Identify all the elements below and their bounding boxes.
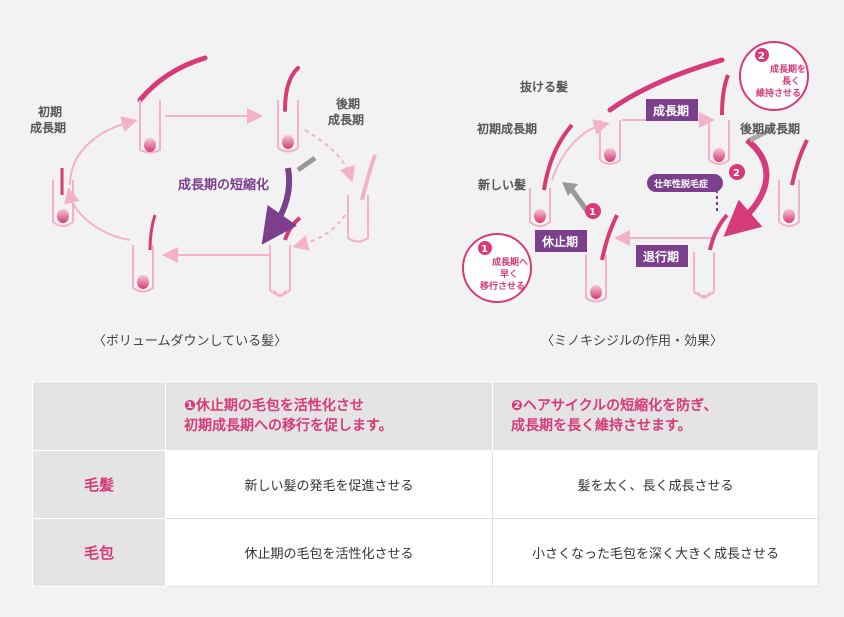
hair-follicle-icon xyxy=(277,66,300,153)
comparison-table: ❶休止期の毛包を活性化させ 初期成長期への移行を促します。 ❷ヘアサイクルの短縮… xyxy=(32,381,819,587)
svg-text:成長期へ早く移行させる: 成長期へ早く移行させる xyxy=(480,256,528,292)
svg-text:休止期: 休止期 xyxy=(541,234,578,249)
cycle-arrow xyxy=(69,116,138,186)
hair-follicle-icon xyxy=(529,123,574,227)
label-late-growth: 後期成長期 xyxy=(740,121,800,136)
table-cell: 休止期の毛包を活性化させる xyxy=(165,518,493,587)
table-header-row: ❶休止期の毛包を活性化させ 初期成長期への移行を促します。 ❷ヘアサイクルの短縮… xyxy=(32,381,819,451)
label-early-growth: 初期 成長期 xyxy=(30,104,66,135)
hair-follicle-icon xyxy=(347,154,377,243)
label-shortening: 成長期の短縮化 xyxy=(178,177,269,193)
badge-2-icon: 2 xyxy=(729,164,745,180)
shortening-arrow-main xyxy=(261,167,298,245)
header-line: ❷ヘアサイクルの短縮化を防ぎ、 xyxy=(511,398,718,414)
hair-follicle-icon xyxy=(585,214,619,303)
right-caption: 〈ミノキシジルの作用・効果〉 xyxy=(540,334,723,349)
svg-text:成長期: 成長期 xyxy=(653,103,689,118)
hair-follicle-icon xyxy=(52,168,74,227)
row-label-hair: 毛髪 xyxy=(32,450,166,519)
label-falling-hair: 抜ける髪 xyxy=(520,79,568,94)
svg-text:1: 1 xyxy=(589,207,596,218)
left-hair-cycle-diagram: 初期 成長期 後期 成長期 成長期の短縮化 xyxy=(30,55,377,297)
hair-follicle-icon xyxy=(693,213,729,299)
svg-text:壮年性脱毛症: 壮年性脱毛症 xyxy=(654,178,708,190)
hair-follicle-icon xyxy=(778,139,809,227)
table-header-1: ❶休止期の毛包を活性化させ 初期成長期への移行を促します。 xyxy=(165,381,493,451)
cycle-arrow-dashed xyxy=(292,214,346,251)
early-transition-arrowhead xyxy=(562,182,578,196)
table-cell: 髪を太く、長く成長させる xyxy=(492,450,819,519)
pill-aga: 壮年性脱毛症 xyxy=(647,174,723,192)
pill-rest: 休止期 xyxy=(535,230,587,252)
pill-regression: 退行期 xyxy=(636,245,688,267)
table-row: 毛包 休止期の毛包を活性化させる 小さくなった毛包を深く大きく成長させる xyxy=(32,518,819,587)
gray-arrow xyxy=(748,125,776,143)
svg-text:退行期: 退行期 xyxy=(643,249,679,264)
label-new-hair: 新しい髪 xyxy=(478,177,526,192)
label-early-growth: 初期成長期 xyxy=(477,121,537,136)
table-cell: 小さくなった毛包を深く大きく成長させる xyxy=(492,518,819,587)
svg-text:2: 2 xyxy=(733,168,740,179)
extend-growth-arrow xyxy=(723,137,770,237)
svg-text:成長期を長く維持させる: 成長期を長く維持させる xyxy=(756,63,806,99)
note-2: 2 成長期を長く維持させる xyxy=(739,41,809,111)
table-header-2: ❷ヘアサイクルの短縮化を防ぎ、 成長期を長く維持させます。 xyxy=(492,381,819,451)
left-caption: 〈ボリュームダウンしている髪〉 xyxy=(92,334,288,349)
table-cell: 新しい髪の発毛を促進させる xyxy=(165,450,493,519)
table-corner xyxy=(32,381,166,451)
header-line: 成長期を長く維持させます。 xyxy=(511,418,692,434)
svg-text:2: 2 xyxy=(758,51,765,62)
label-late-growth: 後期 成長期 xyxy=(328,96,364,127)
badge-1-icon: 1 xyxy=(585,203,601,219)
hair-follicle-icon xyxy=(599,57,725,165)
hair-follicle-icon xyxy=(708,74,730,165)
note-1: 1 成長期へ早く移行させる xyxy=(462,233,532,303)
right-hair-cycle-diagram: 成長期 休止期 退行期 壮年性脱毛症 1 2 1 成長期へ早く移行させる 2 成… xyxy=(462,41,809,303)
pill-growth: 成長期 xyxy=(646,99,698,121)
row-label-follicle: 毛包 xyxy=(32,518,166,587)
hair-follicle-icon xyxy=(137,55,208,154)
svg-text:1: 1 xyxy=(481,244,488,255)
cycle-arrow xyxy=(64,187,131,241)
shortening-arrow xyxy=(296,155,317,173)
header-line: 初期成長期への移行を促します。 xyxy=(184,418,393,434)
header-line: ❶休止期の毛包を活性化させ xyxy=(184,398,364,414)
hair-follicle-icon xyxy=(132,214,157,293)
cycle-arrow-dashed xyxy=(304,129,356,183)
table-row: 毛髪 新しい髪の発毛を促進させる 髪を太く、長く成長させる xyxy=(32,450,819,519)
cycle-arrow xyxy=(551,119,610,181)
